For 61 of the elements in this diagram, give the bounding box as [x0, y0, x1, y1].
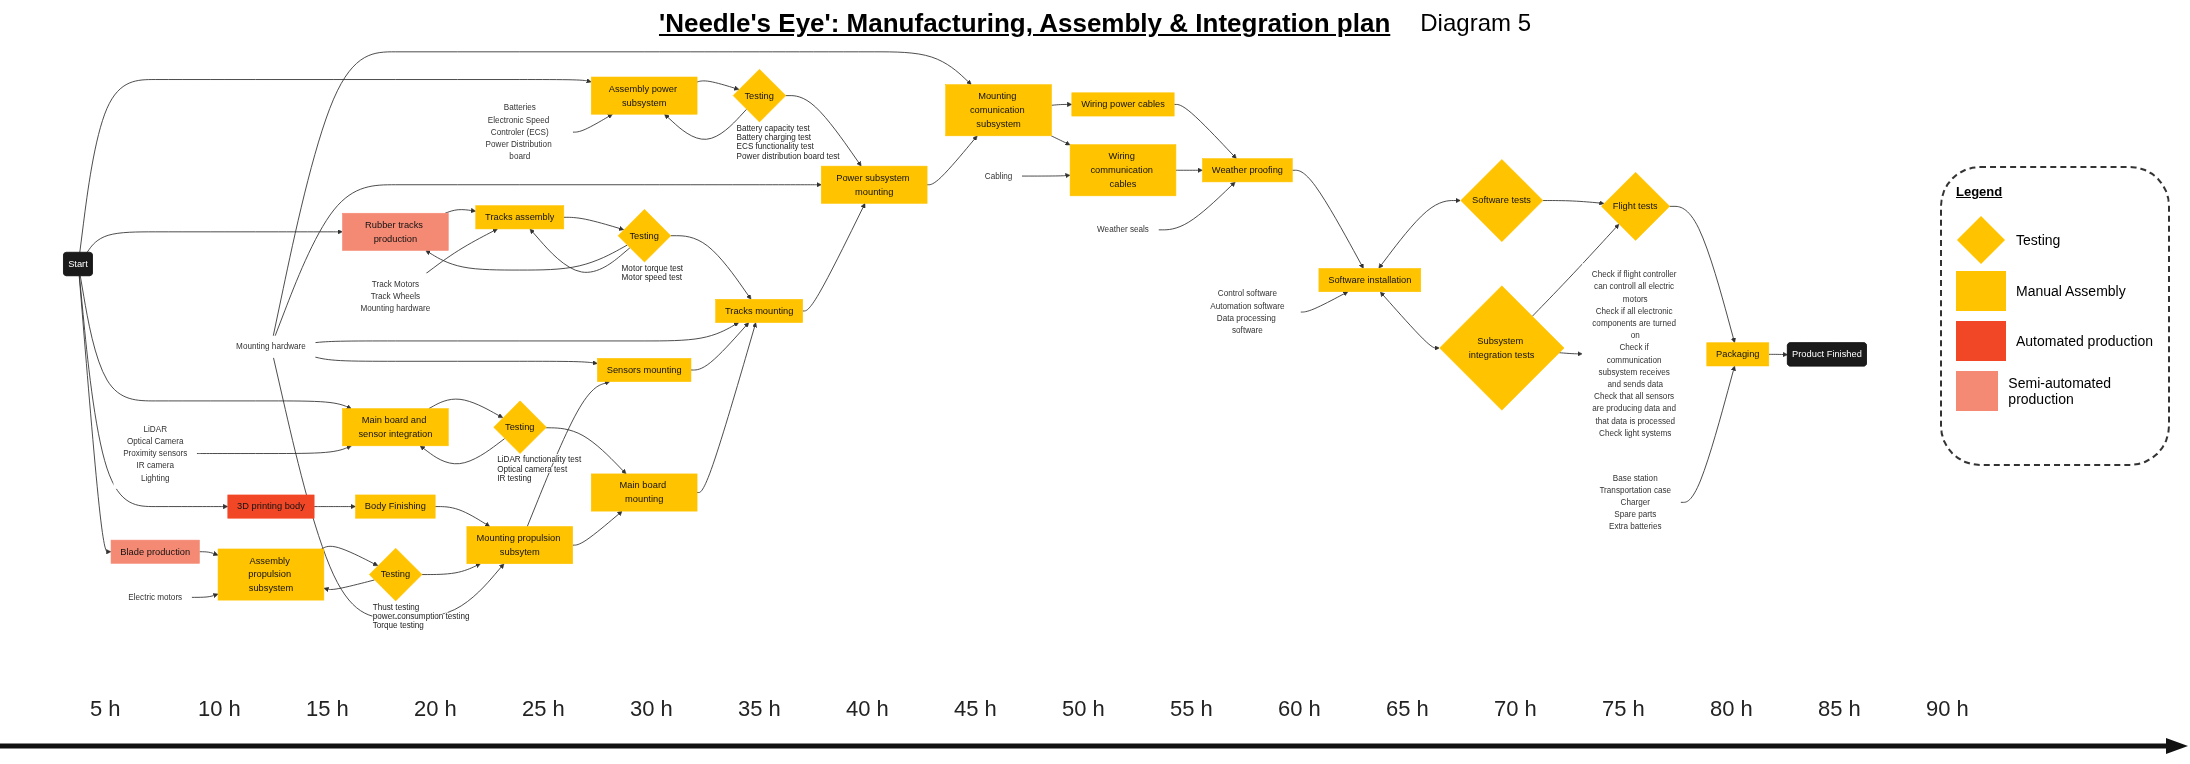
legend-label: Semi-automated production	[2008, 375, 2113, 407]
axis-tick-label: 65 h	[1386, 696, 1429, 722]
diagram-number: Diagram 5	[1420, 9, 1531, 37]
node-text: Check if flight controller can controll all electric motors Check if all electronic components are turned on Check if communication subsystem receives and sends data Check that all sensors are producing data and that data is processed Check light systems	[1591, 269, 1677, 438]
node-box: Tracks assembly	[475, 205, 565, 230]
legend-title: Legend	[1956, 184, 2003, 199]
node-diamond: Testing	[493, 400, 547, 454]
node-box: Wiring power cables	[1071, 92, 1175, 117]
node-text: Batteries Electronic Speed Controler (ECS) Power Distribution board	[485, 102, 552, 161]
node-text: Control software Automation software Data processing software	[1210, 288, 1285, 335]
node-text: Track Motors Track Wheels Mounting hardware	[360, 279, 431, 314]
node-diamond: Testing	[369, 547, 423, 602]
node-box: Tracks mounting	[715, 299, 803, 323]
node-diamond: Testing	[732, 68, 787, 123]
axis-tick-label: 90 h	[1926, 696, 1969, 722]
axis-tick-label: 25 h	[522, 696, 565, 722]
axis-tick-label: 15 h	[306, 696, 349, 722]
node-box: Mounting comunication subsystem	[945, 84, 1052, 137]
axis-tick-label: 85 h	[1818, 696, 1861, 722]
node-text: Electric motors	[128, 592, 183, 602]
node-text: Mounting hardware	[236, 341, 306, 352]
axis-tick-label: 80 h	[1710, 696, 1753, 722]
node-text: Base station Transportation case Charger Spare parts Extra batteries	[1599, 473, 1672, 532]
node-box: Sensors mounting	[597, 358, 692, 382]
axis-tick-label: 60 h	[1278, 696, 1321, 722]
axis-tick-label: 70 h	[1494, 696, 1537, 722]
node-text: Cabling	[984, 171, 1013, 181]
node-box: Assembly propulsion subsystem	[217, 548, 325, 601]
axis-tick-label: 10 h	[198, 696, 241, 722]
node-diamond: Testing	[617, 209, 672, 263]
legend-label: Testing	[2016, 232, 2061, 248]
axis-tick-label: 50 h	[1062, 696, 1105, 722]
node-box: Wiring communication cables	[1069, 144, 1177, 197]
node-box: Mounting propulsion subsytem	[466, 526, 573, 564]
node-box: Body Finishing	[355, 494, 436, 519]
legend-label: Manual Assembly	[2016, 283, 2126, 299]
axis-tick-label: 30 h	[630, 696, 673, 722]
node-box: Main board and sensor integration	[342, 408, 449, 447]
node-box: Rubber tracks production	[342, 212, 449, 251]
node-box: Main board mounting	[591, 473, 698, 512]
node-box: Blade production	[110, 539, 200, 564]
node-box: Weather proofing	[1202, 158, 1293, 183]
diagram-title: 'Needle's Eye': Manufacturing, Assembly & Integration plan	[659, 7, 1391, 39]
node-box: Software installation	[1318, 268, 1422, 292]
axis-tick-label: 40 h	[846, 696, 889, 722]
node-text: LiDAR Optical Camera Proximity sensors IR camera Lighting	[123, 424, 188, 483]
axis-tick-label: 75 h	[1602, 696, 1645, 722]
legend-label: Automated production	[2016, 333, 2153, 349]
node-diamond: Flight tests	[1601, 171, 1670, 241]
node-diamond: Subsystem integration tests	[1439, 285, 1565, 411]
axis-tick-label: 20 h	[414, 696, 457, 722]
node-box: Power subsystem mounting	[821, 165, 928, 204]
node-diamond: Software tests	[1460, 159, 1544, 242]
node-box: Assembly power subsystem	[591, 76, 698, 115]
axis-tick-label: 55 h	[1170, 696, 1213, 722]
node-box: 3D printing body	[227, 494, 315, 519]
axis-tick-label: 45 h	[954, 696, 997, 722]
axis-tick-label: 5 h	[90, 696, 121, 722]
node-text: Weather seals	[1097, 224, 1149, 235]
axis-tick-label: 35 h	[738, 696, 781, 722]
node-box: Packaging	[1706, 342, 1770, 367]
